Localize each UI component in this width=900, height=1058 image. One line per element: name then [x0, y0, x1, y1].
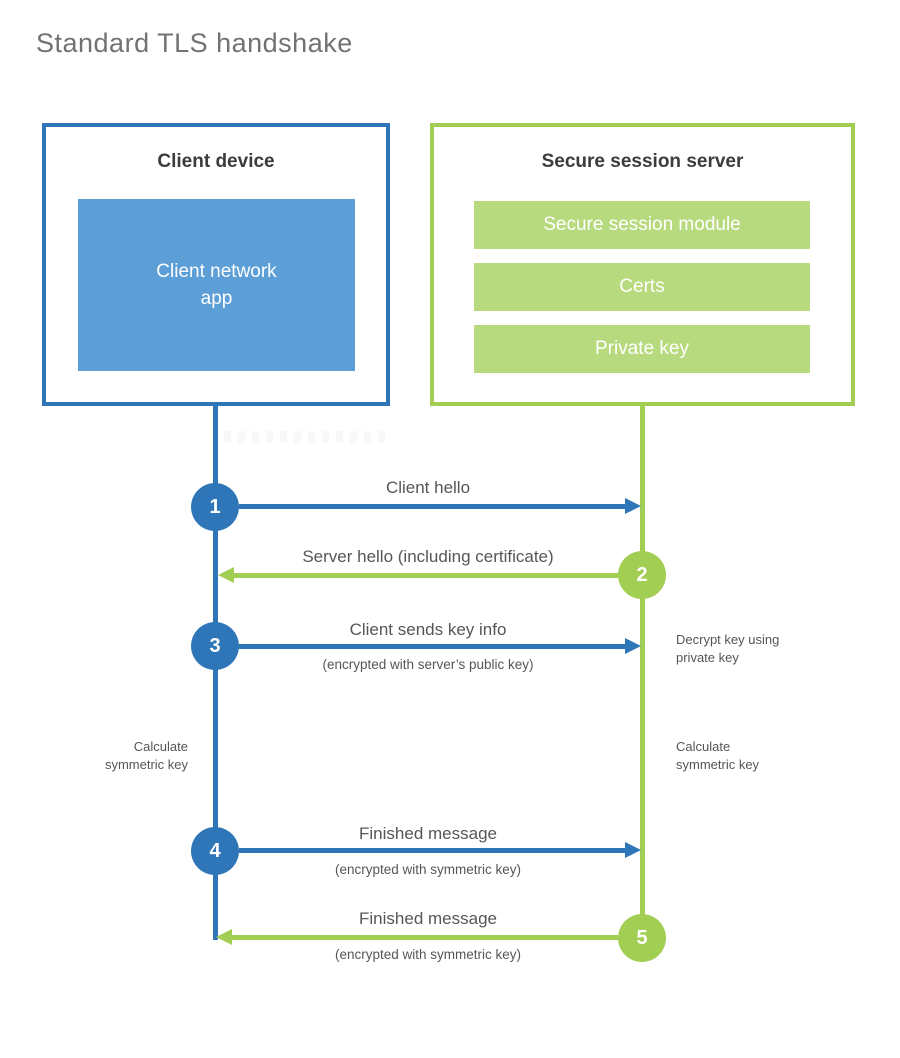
- client-network-app-box: Client network app: [78, 199, 355, 371]
- sublabel-finished-client: (encrypted with symmetric key): [334, 862, 522, 877]
- client-network-app-label: Client network app: [156, 261, 277, 309]
- step-1-badge: 1: [191, 483, 239, 531]
- sublabel-finished-server: (encrypted with symmetric key): [334, 947, 522, 962]
- label-server-hello: Server hello (including certificate): [302, 547, 554, 566]
- label-client-key-info: Client sends key info: [349, 620, 507, 639]
- step-number: 4: [209, 839, 221, 862]
- step-2-badge: 2: [618, 551, 666, 599]
- step-3-badge: 3: [191, 622, 239, 670]
- arrow-finished-server: [216, 929, 618, 945]
- label-finished-client: Finished message: [359, 824, 497, 843]
- step-number: 5: [636, 926, 648, 949]
- arrow-server-hello: [218, 567, 618, 583]
- server-module-label: Certs: [619, 276, 665, 297]
- note-server-calculate-symmetric-key: Calculate symmetric key: [676, 739, 760, 772]
- secure-session-server-title: Secure session server: [541, 151, 744, 172]
- label-client-hello: Client hello: [385, 478, 471, 497]
- server-module-secure-session: Secure session module: [474, 201, 810, 249]
- arrow-client-hello: [239, 498, 641, 514]
- sublabel-client-key-info: (encrypted with server’s public key): [322, 657, 534, 672]
- label-finished-server: Finished message: [359, 909, 497, 928]
- note-client-calculate-symmetric-key: Calculate symmetric key: [104, 739, 188, 772]
- server-module-private-key: Private key: [474, 325, 810, 373]
- client-lifeline: [213, 404, 218, 940]
- server-module-certs: Certs: [474, 263, 810, 311]
- faint-watermark-artifact: [224, 431, 392, 443]
- step-number: 3: [209, 634, 221, 657]
- arrow-client-key-info: [239, 638, 641, 654]
- page-title: Standard TLS handshake: [36, 28, 353, 58]
- client-device-title: Client device: [157, 151, 275, 172]
- step-4-badge: 4: [191, 827, 239, 875]
- server-lifeline: [640, 404, 645, 962]
- note-decrypt-key: Decrypt key using private key: [676, 632, 780, 665]
- arrow-finished-client: [239, 842, 641, 858]
- step-5-badge: 5: [618, 914, 666, 962]
- step-number: 1: [209, 495, 221, 518]
- server-module-label: Private key: [595, 338, 689, 359]
- server-module-label: Secure session module: [543, 214, 741, 235]
- step-number: 2: [636, 563, 648, 586]
